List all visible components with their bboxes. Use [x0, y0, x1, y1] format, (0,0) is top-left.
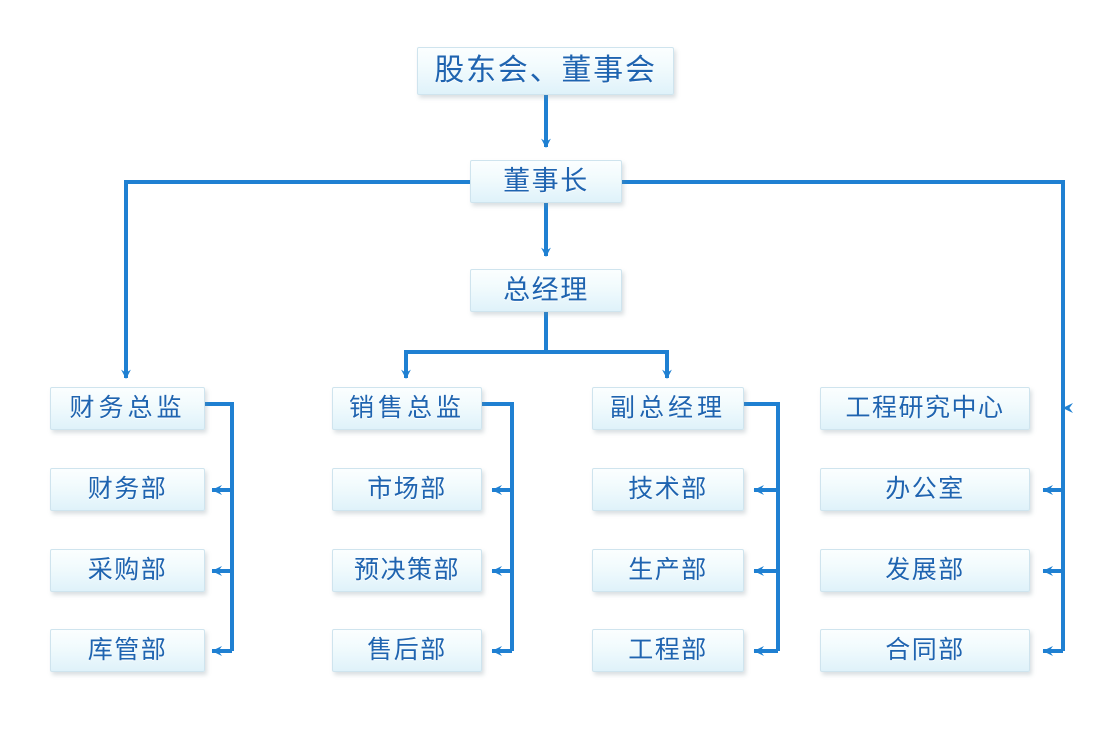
node-production-dept-label: 生产部: [628, 557, 708, 584]
node-sales-director[interactable]: 销售总监: [332, 387, 482, 430]
node-warehouse-dept-label: 库管部: [87, 637, 168, 664]
node-chairman[interactable]: 董事长: [470, 160, 622, 203]
node-office-dept[interactable]: 办公室: [820, 468, 1030, 511]
node-chairman-label: 董事长: [503, 166, 589, 196]
node-budget-dept[interactable]: 预决策部: [332, 549, 482, 592]
node-warehouse-dept[interactable]: 库管部: [50, 629, 205, 672]
node-board-label: 股东会、董事会: [434, 54, 657, 87]
edge-chairman-to-eng-center: [622, 180, 1074, 413]
edge-gm-to-deputy-gm: [544, 312, 672, 380]
node-development-dept[interactable]: 发展部: [820, 549, 1030, 592]
node-finance-director[interactable]: 财务总监: [50, 387, 205, 430]
node-development-dept-label: 发展部: [885, 557, 965, 584]
node-finance-dept[interactable]: 财务部: [50, 468, 205, 511]
node-contract-dept-label: 合同部: [885, 637, 965, 664]
node-board[interactable]: 股东会、董事会: [417, 47, 674, 95]
node-engineering-dept[interactable]: 工程部: [592, 629, 744, 672]
node-engineering-dept-label: 工程部: [628, 637, 708, 664]
edge-bus-finance: [205, 402, 234, 651]
node-aftersales-dept[interactable]: 售后部: [332, 629, 482, 672]
node-contract-dept[interactable]: 合同部: [820, 629, 1030, 672]
node-aftersales-dept-label: 售后部: [367, 637, 447, 664]
node-office-dept-label: 办公室: [885, 476, 965, 503]
node-production-dept[interactable]: 生产部: [592, 549, 744, 592]
node-budget-dept-label: 预决策部: [353, 557, 460, 584]
node-finance-dept-label: 财务部: [87, 476, 168, 503]
edge-bus-deputy: [744, 402, 780, 651]
node-sales-director-label: 销售总监: [348, 395, 465, 422]
edge-chairman-to-finance-director: [121, 180, 470, 380]
node-technology-dept[interactable]: 技术部: [592, 468, 744, 511]
node-purchasing-dept-label: 采购部: [87, 557, 168, 584]
node-finance-director-label: 财务总监: [69, 395, 186, 422]
node-deputy-gm-label: 副总经理: [609, 395, 726, 422]
node-technology-dept-label: 技术部: [628, 476, 708, 503]
node-eng-research-center-label: 工程研究中心: [845, 395, 1005, 422]
node-market-dept[interactable]: 市场部: [332, 468, 482, 511]
node-market-dept-label: 市场部: [367, 476, 447, 503]
edge-bus-sales: [482, 402, 514, 651]
node-purchasing-dept[interactable]: 采购部: [50, 549, 205, 592]
node-general-manager-label: 总经理: [503, 275, 589, 305]
node-deputy-gm[interactable]: 副总经理: [592, 387, 744, 430]
node-general-manager[interactable]: 总经理: [470, 269, 622, 312]
node-eng-research-center[interactable]: 工程研究中心: [820, 387, 1030, 430]
edge-gm-to-sales-director: [401, 312, 548, 380]
